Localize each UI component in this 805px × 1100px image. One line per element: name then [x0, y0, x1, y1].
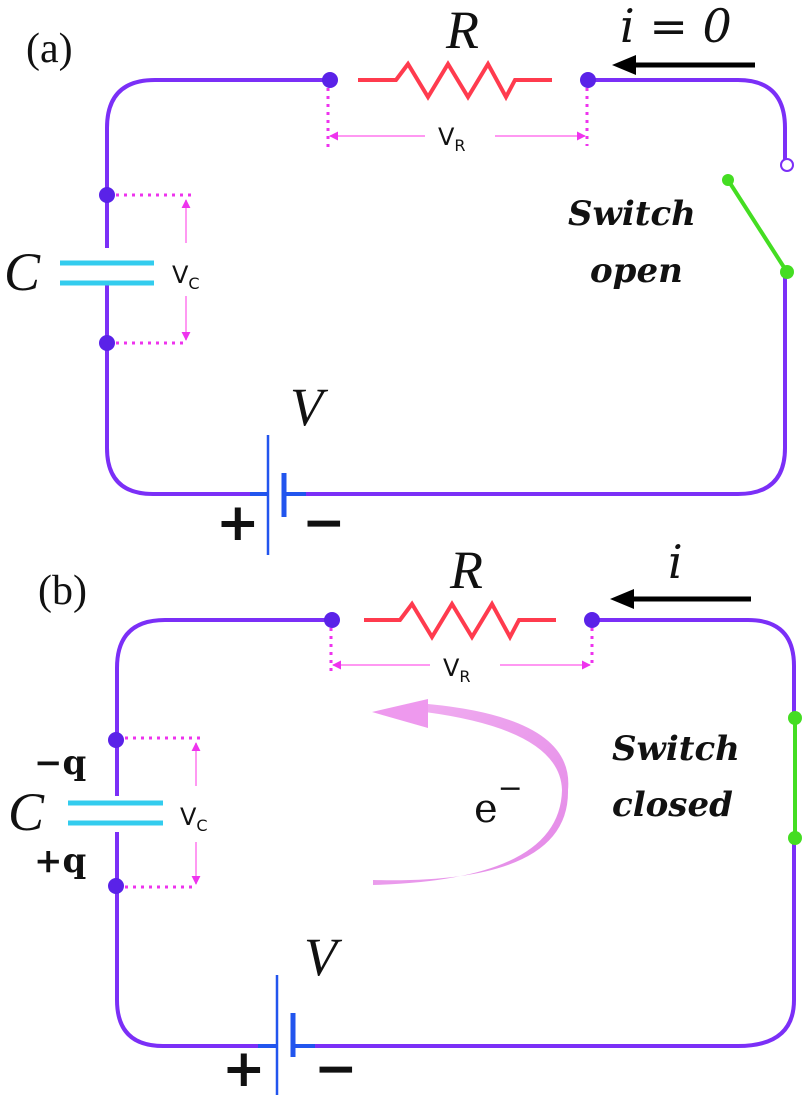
- node-a-cap-bottom: [99, 335, 115, 351]
- node-a-resistor-right: [580, 72, 596, 88]
- vc-a-marker: VC: [116, 193, 200, 345]
- resistor-a-label: R: [445, 0, 479, 60]
- current-arrow-b: i: [610, 535, 751, 609]
- resistor-b: [364, 599, 556, 642]
- panel-b-label: (b): [38, 568, 87, 614]
- switch-b-closed: Switch closed: [612, 711, 802, 845]
- vr-b-marker: VR: [329, 628, 594, 686]
- capacitor-a-label: C: [4, 242, 41, 302]
- cap-b-top-charge: −q: [34, 743, 86, 783]
- node-a-cap-top: [99, 187, 115, 203]
- vr-a-marker: VR: [326, 88, 589, 155]
- switch-b-line1: Switch: [612, 729, 740, 769]
- electron-flow-arrow: e−: [372, 699, 569, 885]
- vc-b-marker: VC: [125, 736, 208, 889]
- node-b-cap-bottom: [108, 878, 124, 894]
- resistor-a: [358, 59, 552, 102]
- switch-a-line2: open: [590, 251, 683, 291]
- battery-b-minus: −: [314, 1039, 358, 1099]
- node-b-cap-top: [108, 732, 124, 748]
- switch-b-line2: closed: [612, 785, 733, 825]
- battery-a-minus: −: [302, 493, 346, 553]
- current-a-label: i = 0: [620, 0, 732, 53]
- battery-a-label: V: [290, 377, 329, 437]
- vc-b-label: VC: [180, 803, 208, 835]
- node-b-resistor-right: [584, 612, 600, 628]
- panel-a-label: (a): [26, 26, 73, 72]
- switch-a-line1: Switch: [568, 194, 696, 234]
- switch-a-open: Switch open: [568, 158, 794, 291]
- node-a-resistor-left: [322, 72, 338, 88]
- battery-a-plus: +: [216, 493, 260, 553]
- vc-a-label: VC: [172, 261, 200, 293]
- battery-a: V + −: [216, 377, 346, 555]
- current-b-label: i: [668, 535, 683, 589]
- panel-a: (a) R VR i = 0: [4, 0, 794, 555]
- cap-b-bottom-charge: +q: [34, 841, 86, 881]
- electron-label: e−: [474, 771, 523, 832]
- battery-b: V + −: [222, 927, 358, 1099]
- capacitor-a: C: [4, 242, 154, 302]
- vr-b-label: VR: [443, 654, 471, 686]
- circuit-b-wire: [115, 618, 796, 1048]
- battery-b-label: V: [304, 927, 343, 987]
- capacitor-b: C −q +q: [8, 743, 163, 881]
- circuit-a-wire: [105, 78, 787, 496]
- panel-b: (b) R VR i Switch clo: [8, 535, 802, 1099]
- resistor-b-label: R: [449, 540, 483, 600]
- battery-b-plus: +: [222, 1039, 266, 1099]
- node-b-resistor-left: [324, 612, 340, 628]
- vr-a-label: VR: [438, 123, 466, 155]
- current-arrow-a: i = 0: [612, 0, 755, 75]
- capacitor-b-label: C: [8, 782, 45, 842]
